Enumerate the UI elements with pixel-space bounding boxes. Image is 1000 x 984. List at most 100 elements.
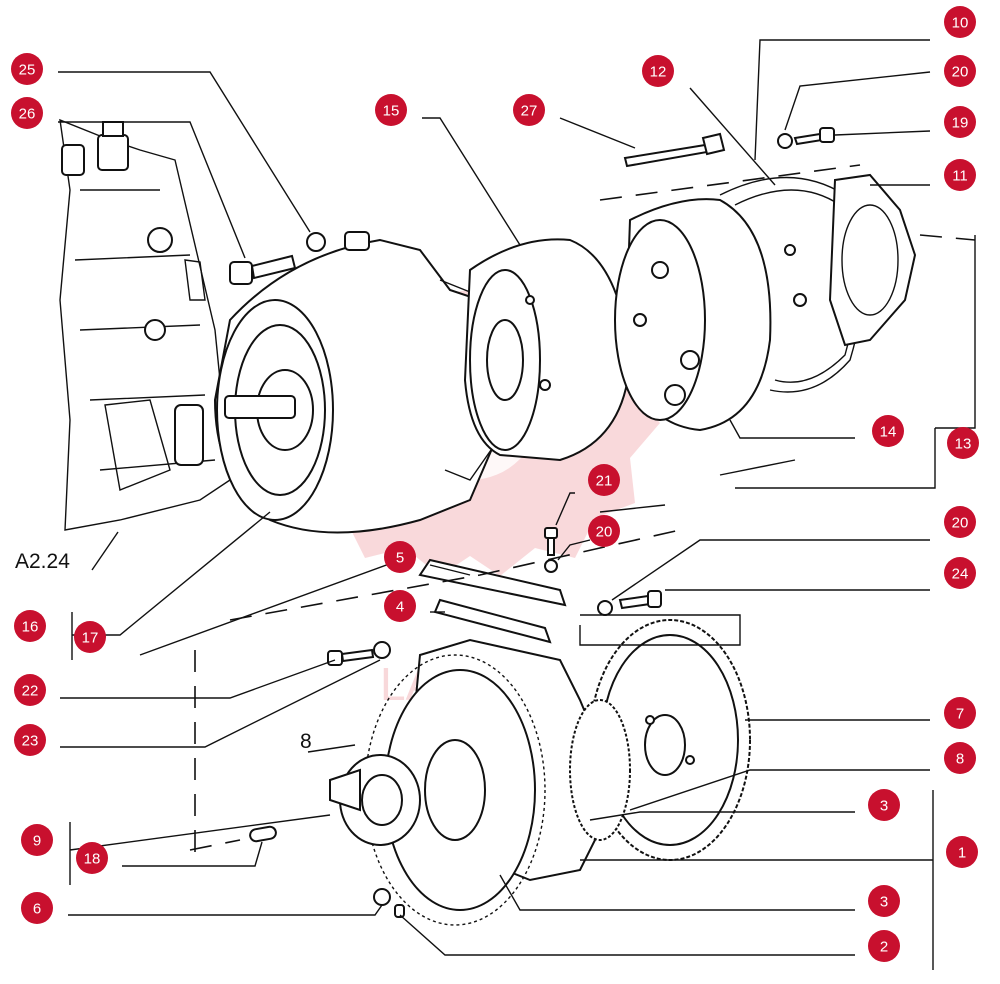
axis-line-upper: [599, 164, 861, 201]
pin-18: [249, 825, 277, 843]
bolt-26: [229, 254, 297, 285]
callout-badge-c5: 5: [384, 541, 416, 573]
callout-badge-c10: 10: [944, 6, 976, 38]
callout-number: 9: [33, 833, 41, 850]
callout-badge-c4: 4: [384, 590, 416, 622]
callout-circle: [944, 159, 976, 191]
callout-badge-c20a: 20: [944, 55, 976, 87]
callout-number: 14: [880, 424, 897, 441]
callout-number: 6: [33, 901, 41, 918]
callout-badge-c27: 27: [513, 94, 545, 126]
flywheel-cover: [463, 238, 632, 462]
bolt-19: [793, 127, 835, 146]
callout-badge-c17: 17: [74, 621, 106, 653]
callout-badge-c8: 8: [944, 742, 976, 774]
gear-8: [569, 699, 631, 841]
callout-circle: [14, 674, 46, 706]
callout-number: 10: [952, 15, 969, 32]
callout-badge-c2: 2: [868, 930, 900, 962]
callout-badge-c25: 25: [11, 53, 43, 85]
washer-6: [373, 888, 391, 906]
callout-badge-c6: 6: [21, 892, 53, 924]
washer-20-right: [597, 600, 613, 616]
callout-number: 21: [596, 473, 613, 490]
callout-number: 2: [880, 939, 888, 956]
callout-circle: [944, 106, 976, 138]
callout-circle: [944, 697, 976, 729]
callout-badge-c3a: 3: [868, 789, 900, 821]
callout-badge-c14: 14: [872, 415, 904, 447]
callout-circle: [11, 97, 43, 129]
clutch-pressure-plate: [614, 198, 772, 432]
callout-badge-c23: 23: [14, 724, 46, 756]
callout-badge-c18: 18: [76, 842, 108, 874]
engine-block: [59, 118, 231, 531]
callout-circle: [76, 842, 108, 874]
ref-label-a2-24: A2.24: [15, 550, 70, 573]
part-8-label: 8: [300, 730, 312, 753]
callout-number: 12: [650, 64, 667, 81]
bolt-27: [623, 132, 726, 168]
callout-number: 24: [952, 566, 969, 583]
callout-circle: [868, 789, 900, 821]
callout-circle: [588, 515, 620, 547]
gasket-4: [433, 598, 552, 644]
callout-badge-c13: 13: [947, 427, 979, 459]
callout-number: 20: [596, 524, 613, 541]
callout-number: 23: [22, 733, 39, 750]
callout-circle: [14, 724, 46, 756]
callout-circle: [947, 427, 979, 459]
callout-number: 25: [19, 62, 36, 79]
ring-gear-7: [589, 619, 751, 861]
callout-number: 13: [955, 436, 972, 453]
callout-badge-c19: 19: [944, 106, 976, 138]
nut-25: [306, 232, 326, 252]
callout-circle: [21, 824, 53, 856]
callout-circle: [14, 610, 46, 642]
callout-circle: [11, 53, 43, 85]
callout-number: 11: [952, 168, 968, 185]
callout-badge-c1: 1: [946, 836, 978, 868]
callout-circle: [946, 836, 978, 868]
callout-number: 17: [82, 630, 99, 647]
bolt-24: [618, 590, 662, 610]
callout-number: 1: [958, 845, 966, 862]
callout-number: 15: [383, 103, 400, 120]
callout-badge-c24: 24: [944, 557, 976, 589]
axis-line-mid: [229, 529, 681, 621]
callout-number: 27: [521, 103, 538, 120]
callout-badge-c26: 26: [11, 97, 43, 129]
callout-circle: [384, 541, 416, 573]
callout-number: 20: [952, 515, 969, 532]
callout-circle: [74, 621, 106, 653]
callout-badge-c20c: 20: [944, 506, 976, 538]
clutch-bell-housing: [213, 231, 506, 534]
callout-circle: [944, 742, 976, 774]
callout-circle: [944, 6, 976, 38]
callout-badge-c16: 16: [14, 610, 46, 642]
bolt-22: [327, 648, 375, 666]
washer-20-top: [777, 133, 793, 149]
callout-number: 8: [956, 751, 964, 768]
callout-number: 26: [19, 106, 36, 123]
callout-circle: [588, 464, 620, 496]
lower-housing: [329, 638, 607, 926]
callout-circle: [944, 506, 976, 538]
dowel-2: [394, 904, 405, 918]
axis-line-lower: [189, 839, 241, 851]
callout-badge-c15: 15: [375, 94, 407, 126]
callout-badge-c22: 22: [14, 674, 46, 706]
callout-circle: [21, 892, 53, 924]
callout-number: 3: [880, 894, 888, 911]
callout-badge-c7: 7: [944, 697, 976, 729]
nut-23: [373, 641, 391, 659]
callout-circle: [944, 55, 976, 87]
callout-circle: [513, 94, 545, 126]
callout-number: 18: [84, 851, 101, 868]
callout-badge-c11: 11: [944, 159, 976, 191]
callout-circle: [868, 885, 900, 917]
callout-circle: [868, 930, 900, 962]
callout-circle: [872, 415, 904, 447]
callout-circle: [375, 94, 407, 126]
